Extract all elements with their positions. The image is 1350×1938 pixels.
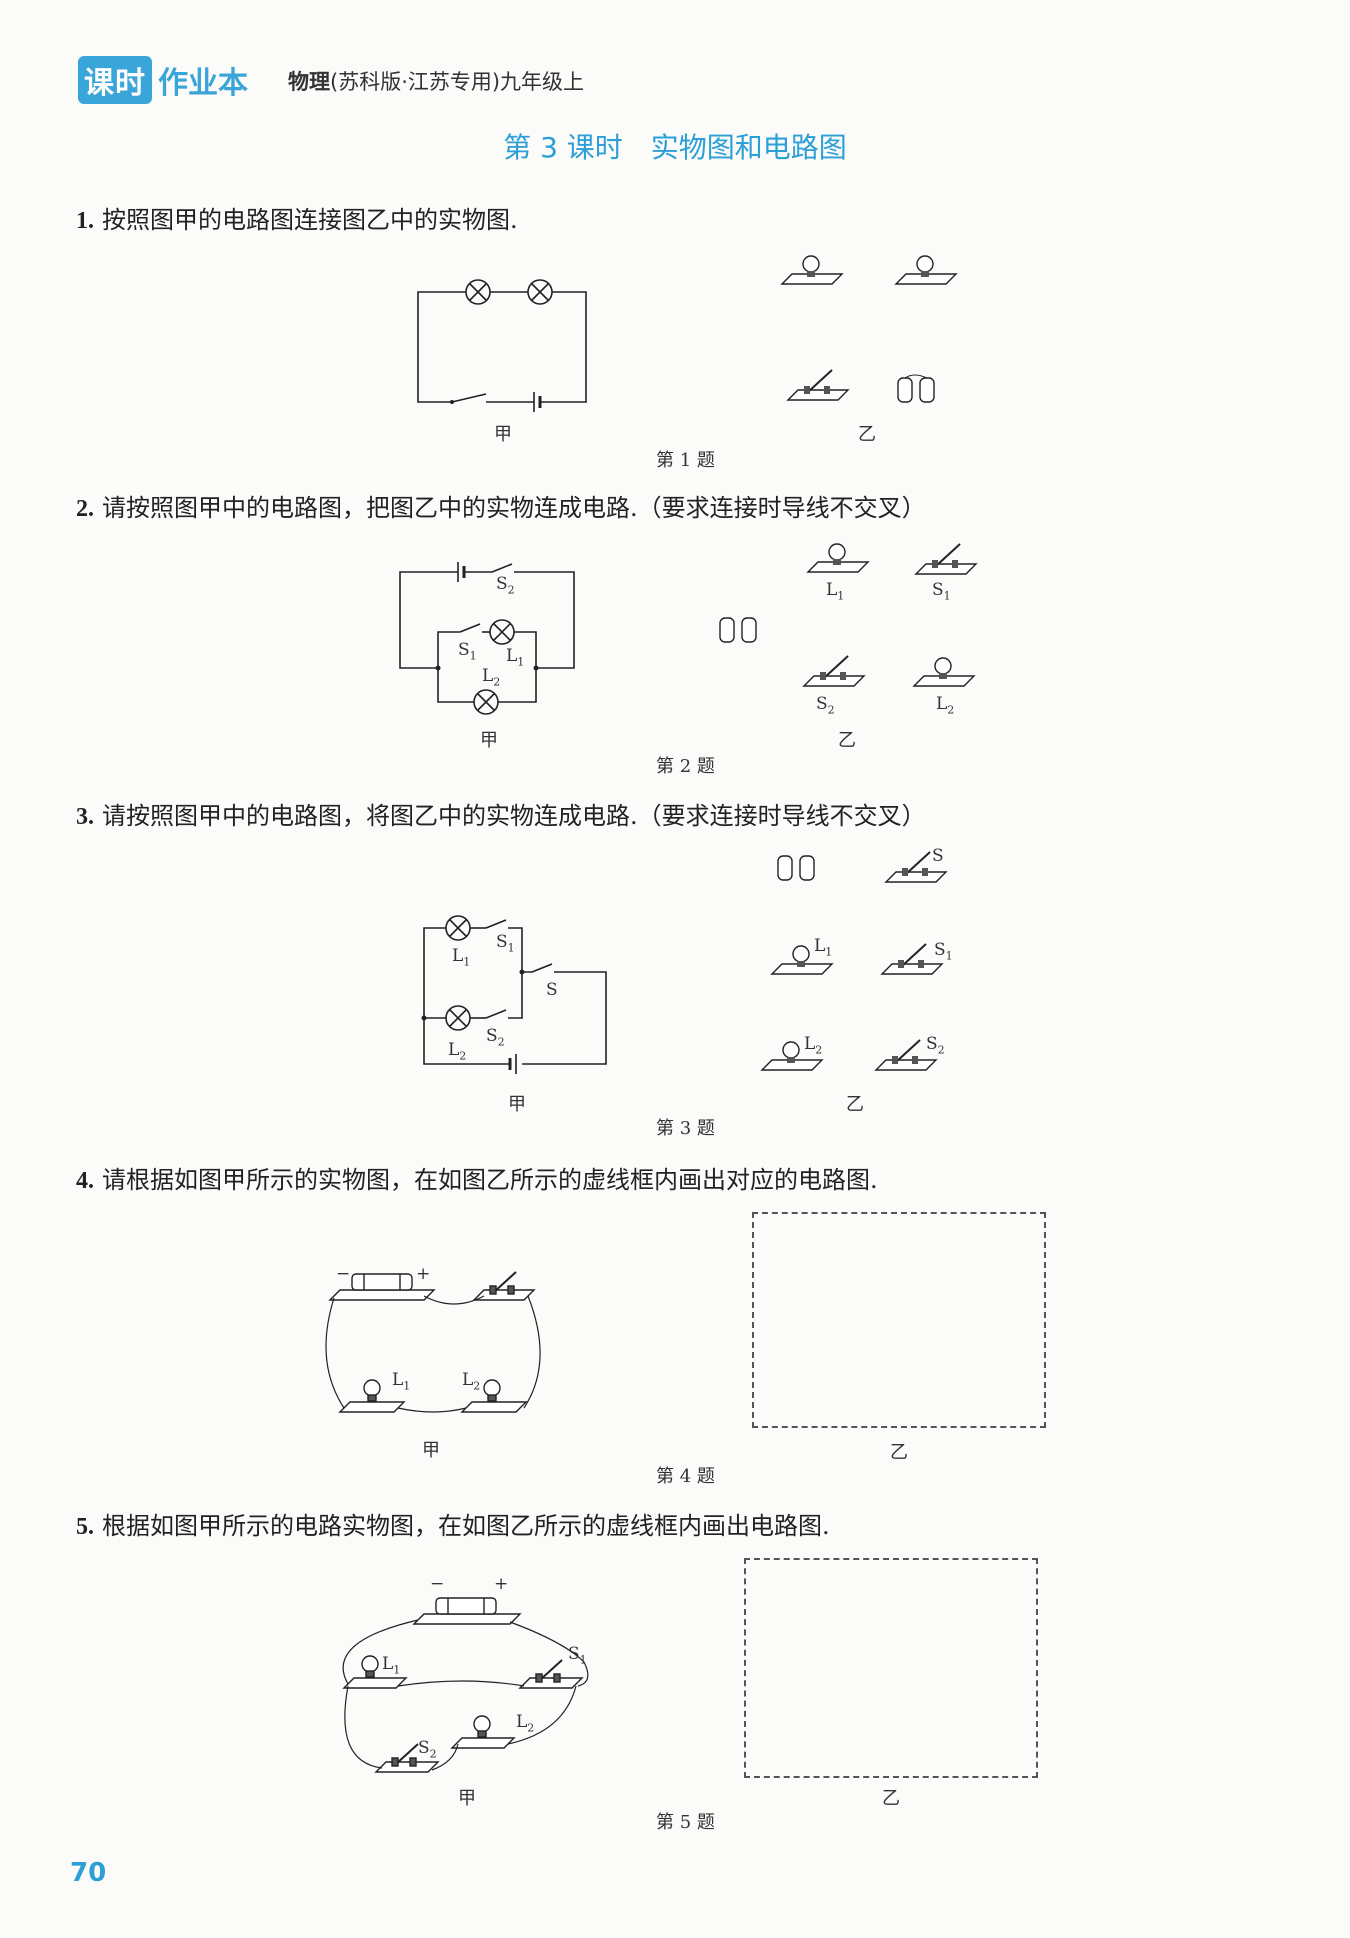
- logo-badge: 课时: [78, 56, 152, 104]
- figure-caption: 第 3 题: [656, 1118, 715, 1139]
- figure-label-yi: 乙: [846, 1094, 864, 1115]
- figure-caption: 第 5 题: [656, 1812, 715, 1833]
- q2-component-bulb-l1: [806, 543, 870, 573]
- q5-physical-circuit: [342, 1597, 589, 1773]
- label-l1: L1: [452, 946, 471, 969]
- question-5: 5. 根据如图甲所示的电路实物图，在如图乙所示的虚线框内画出电路图.: [76, 1506, 830, 1541]
- page-number: 70: [70, 1858, 107, 1888]
- q1-component-battery: [897, 374, 935, 403]
- q2-circuit-diagram: [399, 562, 575, 715]
- subject-edition: (苏科版·江苏专用)九年级上: [330, 70, 585, 94]
- q3-component-bulb-l1: [770, 945, 834, 975]
- label-l1: L1: [382, 1654, 401, 1677]
- q3-component-battery: [777, 855, 815, 881]
- question-text: 请按照图甲中的电路图，把图乙中的实物连成电路.（要求连接时导线不交叉）: [102, 494, 926, 522]
- figure-label-jia: 甲: [494, 424, 512, 445]
- label-plus: +: [494, 1574, 509, 1594]
- question-4: 4. 请根据如图甲所示的实物图，在如图乙所示的虚线框内画出对应的电路图.: [76, 1160, 878, 1195]
- question-1: 1. 按照图甲的电路图连接图乙中的实物图.: [76, 200, 518, 235]
- label-s2: S2: [418, 1738, 437, 1761]
- q3-component-switch-s2: [874, 1039, 938, 1071]
- label-l2: L2: [804, 1034, 823, 1057]
- label-plus: +: [416, 1264, 431, 1284]
- label-s2: S2: [816, 694, 835, 717]
- label-s: S: [932, 846, 944, 866]
- figure-label-jia: 甲: [480, 730, 498, 751]
- label-s: S: [546, 980, 558, 1000]
- lesson-title: 第 3 课时 实物图和电路图: [503, 131, 847, 164]
- q1-circuit-diagram: [417, 279, 587, 412]
- q1-component-bulb: [894, 255, 958, 285]
- figure-label-yi: 乙: [890, 1442, 908, 1463]
- figure-label-jia: 甲: [508, 1094, 526, 1115]
- question-text: 按照图甲的电路图连接图乙中的实物图.: [102, 206, 518, 234]
- label-l2: L2: [516, 1712, 535, 1735]
- q3-circuit-diagram: [421, 915, 607, 1074]
- question-number: 3.: [76, 804, 94, 830]
- question-number: 4.: [76, 1168, 94, 1194]
- label-s1: S1: [458, 640, 477, 663]
- figure-label-jia: 甲: [458, 1788, 476, 1809]
- label-s1: S1: [932, 580, 951, 603]
- label-l2: L2: [448, 1040, 467, 1063]
- question-text: 根据如图甲所示的电路实物图，在如图乙所示的虚线框内画出电路图.: [102, 1512, 830, 1540]
- q2-component-battery: [719, 617, 757, 643]
- question-text: 请按照图甲中的电路图，将图乙中的实物连成电路.（要求连接时导线不交叉）: [102, 802, 926, 830]
- subject-line: 物理(苏科版·江苏专用)九年级上: [288, 66, 584, 96]
- question-2: 2. 请按照图甲中的电路图，把图乙中的实物连成电路.（要求连接时导线不交叉）: [76, 488, 926, 523]
- figure-label-yi: 乙: [838, 730, 856, 751]
- figure-label-jia: 甲: [422, 1440, 440, 1461]
- label-minus: −: [430, 1574, 445, 1594]
- q2-component-switch-s2: [802, 655, 866, 687]
- label-l1: L1: [392, 1370, 411, 1393]
- q3-component-bulb-l2: [760, 1041, 824, 1071]
- q3-component-switch-s1: [880, 943, 944, 975]
- figure-caption: 第 4 题: [656, 1466, 715, 1487]
- q3-component-switch-s: [884, 851, 948, 883]
- question-text: 请根据如图甲所示的实物图，在如图乙所示的虚线框内画出对应的电路图.: [102, 1166, 878, 1194]
- logo-text: 作业本: [158, 66, 248, 101]
- answer-box[interactable]: [752, 1212, 1046, 1428]
- label-s2: S2: [496, 574, 515, 597]
- label-l1: L1: [826, 580, 845, 603]
- figure-caption: 第 2 题: [656, 756, 715, 777]
- q1-component-bulb: [780, 255, 844, 285]
- q2-component-switch-s1: [914, 543, 978, 575]
- label-l1: L1: [814, 936, 833, 959]
- question-number: 1.: [76, 208, 94, 234]
- label-l1: L1: [506, 646, 525, 669]
- q1-component-switch: [786, 369, 850, 401]
- q2-component-bulb-l2: [912, 657, 976, 687]
- label-l2: L2: [482, 666, 501, 689]
- figure-caption: 第 1 题: [656, 450, 715, 471]
- q4-physical-circuit: [325, 1271, 541, 1413]
- figure-label-yi: 乙: [858, 424, 876, 445]
- label-s2: S2: [486, 1026, 505, 1049]
- label-l2: L2: [462, 1370, 481, 1393]
- label-l2: L2: [936, 694, 955, 717]
- label-minus: −: [336, 1264, 351, 1284]
- answer-box[interactable]: [744, 1558, 1038, 1778]
- label-s2: S2: [926, 1034, 945, 1057]
- label-s1: S1: [496, 932, 515, 955]
- question-number: 2.: [76, 496, 94, 522]
- question-3: 3. 请按照图甲中的电路图，将图乙中的实物连成电路.（要求连接时导线不交叉）: [76, 796, 926, 831]
- subject-name: 物理: [288, 70, 330, 94]
- question-number: 5.: [76, 1514, 94, 1540]
- book-logo: 课时 作业本: [78, 56, 248, 104]
- label-s1: S1: [568, 1644, 587, 1667]
- figure-label-yi: 乙: [882, 1788, 900, 1809]
- label-s1: S1: [934, 940, 953, 963]
